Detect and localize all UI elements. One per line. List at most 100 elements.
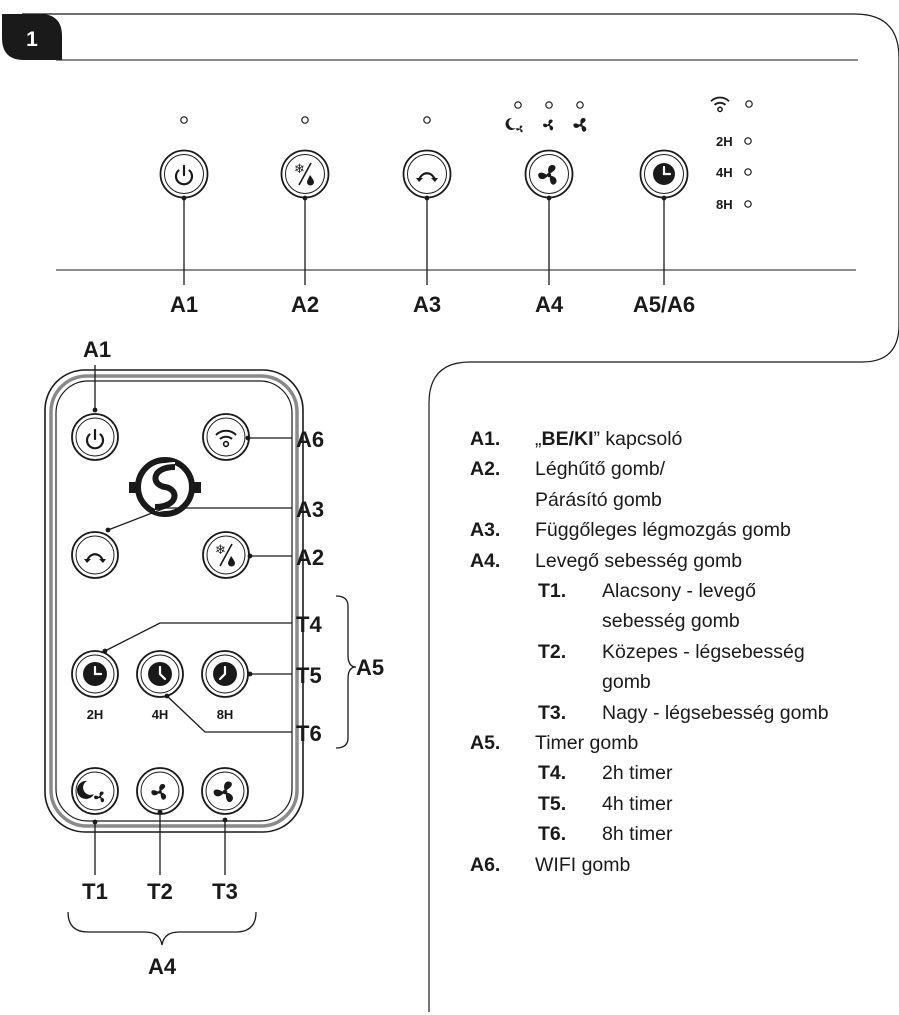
wifi-status-icon bbox=[710, 96, 730, 113]
legend-code: T4. bbox=[538, 762, 567, 785]
legend-code: A1. bbox=[470, 428, 501, 450]
panel-label-a5-a6: A5/A6 bbox=[633, 292, 695, 317]
legend-code: T3. bbox=[538, 701, 567, 724]
legend-description-suffix: ” kapcsoló bbox=[593, 428, 683, 450]
legend-description: sebesség gomb bbox=[602, 610, 740, 633]
legend-description: Nagy - légsebesség gomb bbox=[602, 701, 829, 724]
legend-item: A2. Léghűtő gomb/ bbox=[470, 454, 895, 484]
legend-item: T6.8h timer bbox=[470, 819, 895, 849]
legend-item: T2. Közepes - légsebesség bbox=[470, 637, 895, 667]
remote-timer-caption-4h: 4H bbox=[152, 707, 169, 722]
remote-high-speed-button[interactable] bbox=[201, 767, 249, 815]
legend-item: A4. Levegő sebesség gomb bbox=[470, 546, 895, 576]
panel-fan-speed-button[interactable] bbox=[524, 149, 574, 199]
legend-description: WIFI gomb bbox=[535, 853, 631, 876]
legend-item: A1. „BE/KI” kapcsoló bbox=[470, 424, 895, 454]
legend-description: Léghűtő gomb/ bbox=[535, 458, 666, 481]
remote-timer-caption-8h: 8H bbox=[217, 707, 234, 722]
legend-code bbox=[538, 667, 602, 697]
remote-label-a2: A2 bbox=[296, 545, 324, 570]
legend-item: A3. Függőleges légmozgás gomb bbox=[470, 515, 895, 545]
legend-item: T5. 4h timer bbox=[470, 789, 895, 819]
panel-cool-humidify-button[interactable] bbox=[280, 149, 330, 199]
legend-description: gomb bbox=[602, 671, 651, 694]
panel-swing-button[interactable] bbox=[402, 149, 452, 199]
remote-label-t3: T3 bbox=[212, 879, 238, 904]
legend-description: 4h timer bbox=[602, 792, 673, 815]
legend-item: A6. WIFI gomb bbox=[470, 850, 895, 880]
legend-description: 2h timer bbox=[602, 762, 673, 785]
legend-code bbox=[538, 606, 602, 636]
legend-description-bold: BE/KI bbox=[541, 428, 594, 450]
clock-2h-icon bbox=[83, 662, 107, 686]
remote-wifi-button[interactable] bbox=[202, 413, 250, 461]
figure-number-badge: 1 bbox=[2, 14, 62, 60]
legend-description: Párásító gomb bbox=[535, 488, 662, 511]
remote-label-a3: A3 bbox=[296, 497, 324, 522]
panel-label-a4: A4 bbox=[535, 292, 564, 317]
high-speed-icon bbox=[572, 117, 588, 133]
remote-control bbox=[44, 369, 304, 833]
legend-code bbox=[470, 485, 535, 515]
legend-item: sebesség gomb bbox=[470, 606, 895, 636]
legend-code: T1. bbox=[538, 580, 567, 603]
remote-label-a1: A1 bbox=[83, 337, 111, 362]
legend-item: gomb bbox=[470, 667, 895, 697]
legend-code: A3. bbox=[470, 519, 501, 542]
panel-timer-button[interactable] bbox=[639, 149, 689, 199]
remote-label-a4: A4 bbox=[148, 954, 177, 979]
remote-label-t1: T1 bbox=[82, 879, 108, 904]
legend-code: T2. bbox=[538, 640, 567, 663]
legend-description: Közepes - légsebesség bbox=[602, 640, 805, 663]
remote-label-t4: T4 bbox=[296, 612, 322, 637]
remote-low-speed-button[interactable] bbox=[71, 767, 119, 815]
remote-label-t6: T6 bbox=[296, 721, 322, 746]
remote-callout-dots bbox=[92, 407, 253, 825]
legend-description: Timer gomb bbox=[535, 732, 639, 755]
remote-swing-button[interactable] bbox=[71, 531, 119, 579]
panel-timer-label-4h: 4H bbox=[716, 165, 733, 180]
brand-logo-icon bbox=[129, 457, 201, 517]
panel-label-a1: A1 bbox=[170, 292, 198, 317]
legend-description: „BE/KI” kapcsoló bbox=[535, 424, 682, 454]
remote-cool-humidify-button[interactable] bbox=[202, 531, 250, 579]
legend-code: T6. bbox=[538, 823, 567, 846]
clock-4h-icon bbox=[148, 662, 172, 686]
remote-label-a5: A5 bbox=[356, 655, 384, 680]
panel-power-button[interactable] bbox=[159, 149, 209, 199]
legend-code: A6. bbox=[470, 853, 501, 876]
clock-8h-icon bbox=[213, 662, 237, 686]
panel-label-a3: A3 bbox=[413, 292, 441, 317]
remote-timer-2h-button[interactable] bbox=[71, 650, 119, 698]
legend-frame bbox=[428, 361, 862, 1012]
medium-speed-icon bbox=[542, 119, 555, 131]
legend-item: T1. Alacsony - levegő bbox=[470, 576, 895, 606]
speed-indicator-icons bbox=[505, 117, 588, 133]
panel-indicator-leds bbox=[180, 100, 753, 208]
clock-icon bbox=[653, 163, 675, 185]
legend-description: Alacsony - levegő bbox=[602, 580, 756, 603]
legend-code: A5. bbox=[470, 732, 501, 755]
legend-description: Függőleges légmozgás gomb bbox=[535, 519, 791, 542]
remote-label-t2: T2 bbox=[147, 879, 173, 904]
legend-item: T3. Nagy - légsebesség gomb bbox=[470, 698, 895, 728]
legend-description-prefix: „ bbox=[535, 428, 542, 450]
legend-code: A4. bbox=[470, 549, 501, 572]
legend-item: Párásító gomb bbox=[470, 485, 895, 515]
remote-medium-speed-button[interactable] bbox=[136, 767, 184, 815]
legend-description: Levegő sebesség gomb bbox=[535, 549, 743, 572]
legend-code: A2. bbox=[470, 458, 501, 481]
low-speed-icon bbox=[505, 117, 524, 133]
remote-timer-4h-button[interactable] bbox=[136, 650, 184, 698]
legend-code: T5. bbox=[538, 792, 567, 815]
remote-timer-8h-button[interactable] bbox=[201, 650, 249, 698]
remote-callout-lines bbox=[67, 365, 357, 946]
panel-timer-label-2h: 2H bbox=[716, 134, 733, 149]
remote-label-a6: A6 bbox=[296, 427, 324, 452]
panel-callout-dots bbox=[181, 195, 667, 201]
panel-timer-label-8h: 8H bbox=[716, 197, 733, 212]
legend-item: T4. 2h timer bbox=[470, 758, 895, 788]
figure-number: 1 bbox=[26, 28, 38, 51]
remote-power-button[interactable] bbox=[71, 413, 119, 461]
